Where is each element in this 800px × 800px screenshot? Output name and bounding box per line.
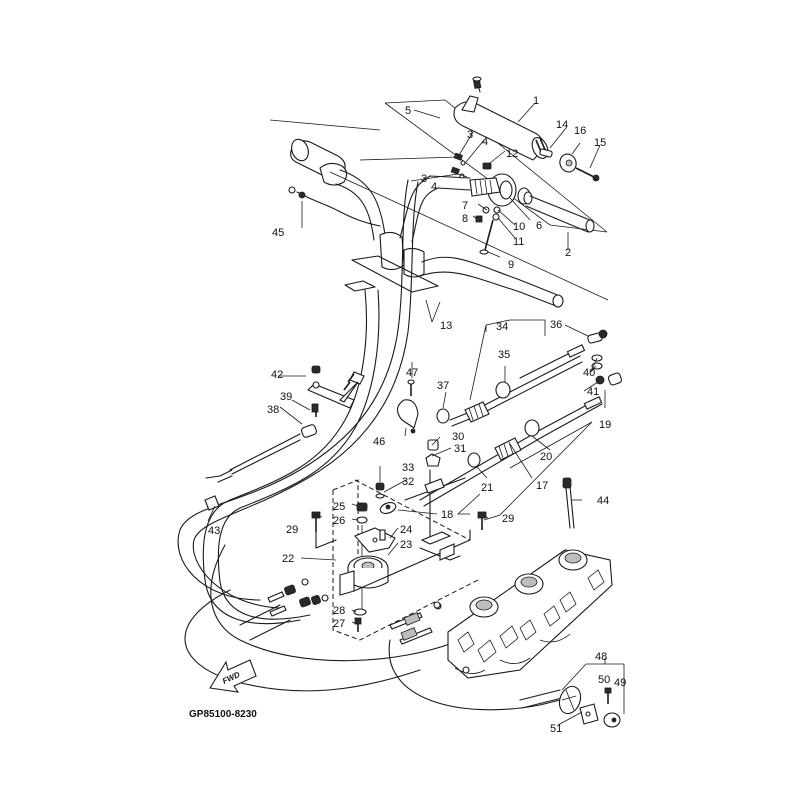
callout-16: 16 (574, 125, 586, 137)
callout-17: 17 (536, 480, 548, 492)
callout-36: 36 (550, 319, 562, 331)
callout-43: 43 (208, 525, 220, 537)
throttle-housing (453, 76, 549, 161)
callout-19: 19 (599, 419, 611, 431)
callout-20: 20 (540, 451, 552, 463)
callout-18: 18 (441, 509, 453, 521)
leader-lines (207, 102, 606, 726)
choke-knob-assembly (519, 658, 625, 728)
cable-bracket (204, 365, 365, 511)
throttle-end-parts (539, 148, 600, 182)
callout-5: 5 (405, 105, 411, 117)
cable-clamp (396, 379, 419, 434)
callout-49: 49 (614, 677, 626, 689)
callout-labels: 1 2 3 3 4 4 5 6 7 8 9 10 11 12 13 14 15 … (208, 95, 626, 735)
control-cables (419, 329, 623, 507)
callout-34: 34 (496, 321, 508, 333)
callout-25: 25 (333, 501, 345, 513)
callout-46: 46 (373, 436, 385, 448)
callout-15: 15 (594, 137, 606, 149)
callout-12: 12 (506, 148, 518, 160)
callout-29a: 29 (286, 524, 298, 536)
callout-13: 13 (440, 320, 452, 332)
callout-47: 47 (406, 367, 418, 379)
pulley-assembly (311, 479, 487, 641)
callout-45: 45 (272, 227, 284, 239)
callout-7: 7 (462, 200, 468, 212)
handlebar (290, 138, 564, 308)
callout-40: 40 (583, 367, 595, 379)
callout-48: 48 (595, 651, 607, 663)
callout-3b: 3 (421, 173, 427, 185)
callout-3a: 3 (467, 129, 473, 141)
linkage-hardware (375, 439, 466, 541)
callout-22: 22 (282, 553, 294, 565)
callout-38: 38 (267, 404, 279, 416)
callout-50: 50 (598, 674, 610, 686)
callout-39: 39 (280, 391, 292, 403)
callout-10: 10 (513, 221, 525, 233)
callout-35: 35 (498, 349, 510, 361)
cable-ends-lower (267, 578, 442, 645)
callout-28: 28 (333, 605, 345, 617)
callout-29b: 29 (502, 513, 514, 525)
callout-41: 41 (587, 386, 599, 398)
carburetor (447, 549, 613, 679)
switch-housing (450, 152, 595, 255)
callout-4a: 4 (482, 136, 488, 148)
callout-31: 31 (454, 443, 466, 455)
rod (562, 477, 575, 529)
callout-37: 37 (437, 380, 449, 392)
callout-21: 21 (481, 482, 493, 494)
callout-33: 33 (402, 462, 414, 474)
callout-30: 30 (452, 431, 464, 443)
callout-23: 23 (400, 539, 412, 551)
exploded-plane-outline (269, 99, 609, 301)
callout-4b: 4 (431, 181, 437, 193)
callout-6: 6 (536, 220, 542, 232)
callout-32: 32 (402, 476, 414, 488)
callout-27: 27 (333, 618, 345, 630)
callout-8: 8 (462, 213, 468, 225)
callout-2: 2 (565, 247, 571, 259)
callout-51: 51 (550, 723, 562, 735)
callout-42: 42 (271, 369, 283, 381)
callout-9: 9 (508, 259, 514, 271)
callout-26: 26 (333, 515, 345, 527)
callout-11: 11 (513, 236, 524, 248)
callout-1: 1 (533, 95, 539, 107)
callout-14: 14 (556, 119, 568, 131)
callout-44: 44 (597, 495, 609, 507)
drawing-code: GP85100-8230 (189, 709, 257, 720)
forward-direction-marker: FWD (209, 659, 257, 693)
callout-24: 24 (400, 524, 412, 536)
